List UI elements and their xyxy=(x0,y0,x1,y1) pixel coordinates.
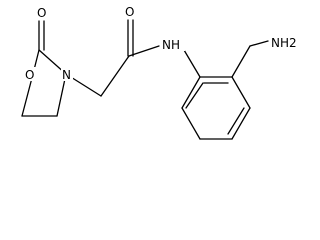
amide-nh-label: NH xyxy=(162,38,180,52)
bond-benzene-6-1 xyxy=(181,76,201,109)
bond-benzene-2-3 xyxy=(231,76,251,109)
molecule-diagram: O O N O NH NH2 xyxy=(21,4,308,140)
bond-benzene-3-4 xyxy=(231,107,251,140)
ring-carbonyl-oxygen-label: O xyxy=(37,6,46,20)
amide-oxygen-label: O xyxy=(125,5,134,19)
bond-nh-to-benzene xyxy=(183,49,201,78)
ring-nitrogen-label: N xyxy=(62,68,71,82)
bond-amide-carbon-to-nh xyxy=(128,45,160,57)
amine-bg xyxy=(270,35,308,49)
bonds-group xyxy=(21,19,269,140)
bond-benzene-to-ch2 xyxy=(231,45,251,78)
ring-oxygen-label: O xyxy=(25,68,34,82)
structure-svg: O O N O NH NH2 xyxy=(21,4,308,140)
amine-label: NH2 xyxy=(271,36,297,50)
amide-oxygen-bg xyxy=(124,4,136,18)
atom-labels-group: O O N O NH NH2 xyxy=(24,4,308,82)
bond-benzene-inner-right xyxy=(227,107,245,135)
bond-methylene-to-amide-carbon xyxy=(100,55,130,97)
bond-ch2-to-amine xyxy=(249,40,269,47)
amide-nh-bg xyxy=(161,37,185,51)
ring-oxygen-bg xyxy=(24,67,36,81)
bond-benzene-inner-left xyxy=(185,82,204,109)
bond-benzene-5-6 xyxy=(181,107,201,140)
ring-nitrogen-bg xyxy=(61,67,73,81)
ring-carbonyl-oxygen-bg xyxy=(36,5,48,19)
